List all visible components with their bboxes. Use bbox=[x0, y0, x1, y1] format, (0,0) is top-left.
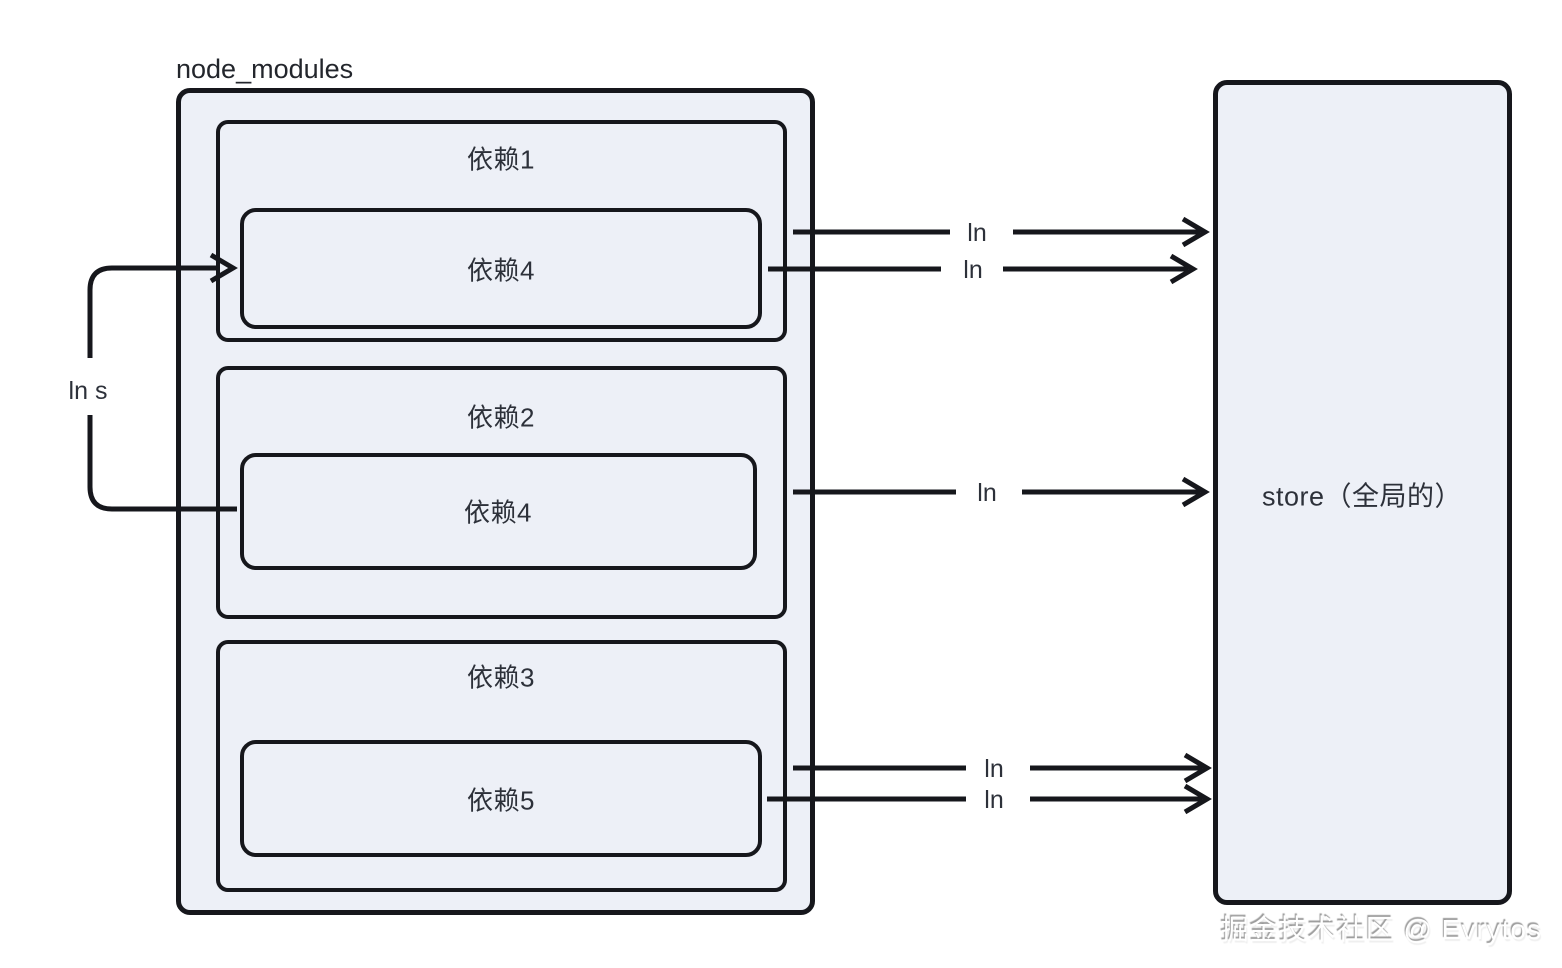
dep2-label: 依赖2 bbox=[467, 402, 535, 433]
link-lns-label: ln s bbox=[69, 377, 108, 405]
dep2-dep4-label: 依赖4 bbox=[464, 497, 532, 528]
arrowhead-icon bbox=[1169, 253, 1198, 285]
link-dep3-dep5-store-label: ln bbox=[984, 786, 1003, 814]
arrowhead-icon bbox=[1181, 476, 1210, 508]
link-dep1-store: ln bbox=[793, 216, 1210, 248]
dep1-dep4-label: 依赖4 bbox=[467, 255, 535, 286]
link-dep3-store: ln bbox=[793, 752, 1212, 784]
store-box bbox=[1213, 80, 1512, 905]
dep3-label: 依赖3 bbox=[467, 662, 535, 693]
link-dep3-store-label: ln bbox=[984, 755, 1003, 783]
link-dep2-store-label: ln bbox=[977, 479, 996, 507]
dep1-dep4-box bbox=[240, 208, 762, 329]
arrowhead-icon bbox=[1181, 216, 1210, 248]
link-dep1-dep4-store: ln bbox=[768, 253, 1198, 285]
link-dep2-store: ln bbox=[793, 476, 1210, 508]
arrowhead-icon bbox=[1183, 752, 1212, 784]
dep2-dep4-box bbox=[240, 453, 757, 570]
node-modules-title: node_modules bbox=[176, 54, 354, 84]
dep1-label: 依赖1 bbox=[467, 144, 535, 175]
arrowhead-icon bbox=[1183, 783, 1212, 815]
link-dep1-dep4-store-label: ln bbox=[963, 256, 982, 284]
dep3-dep5-label: 依赖5 bbox=[467, 785, 535, 816]
link-dep1-store-label: ln bbox=[967, 219, 986, 247]
watermark: 掘金技术社区 @ Evrytos bbox=[1220, 914, 1542, 945]
dep3-dep5-box bbox=[240, 740, 762, 857]
link-dep3-dep5-store: ln bbox=[767, 783, 1212, 815]
store-label: store（全局的） bbox=[1261, 481, 1463, 512]
